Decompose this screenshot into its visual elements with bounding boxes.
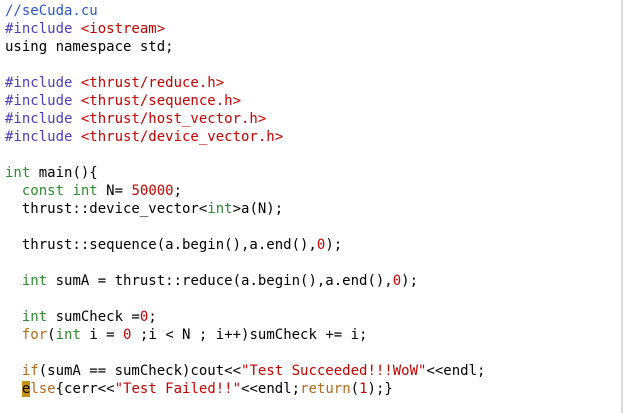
- code-token: thrust::device_vector<: [5, 201, 208, 217]
- code-token: "Test Succeeded!!!WoW": [241, 363, 427, 379]
- code-token: #include: [5, 75, 81, 91]
- code-token: //seCuda.cu: [5, 3, 98, 19]
- code-token: [5, 381, 22, 397]
- code-line[interactable]: #include <thrust/host_vector.h>: [5, 110, 266, 128]
- code-line[interactable]: const int N= 50000;: [5, 182, 182, 200]
- code-token: 0: [316, 237, 326, 253]
- code-line[interactable]: thrust::device_vector<int>a(N);: [5, 200, 283, 218]
- code-token: thrust::sequence(a.begin(),a.end(),: [5, 237, 317, 253]
- code-line[interactable]: #include <iostream>: [5, 20, 165, 38]
- code-token: 0: [123, 327, 132, 343]
- text-cursor: e: [21, 381, 31, 397]
- code-token: int: [72, 183, 98, 199]
- code-token: <<endl;: [241, 381, 301, 397]
- code-token: lse: [30, 381, 56, 397]
- code-line[interactable]: thrust::sequence(a.begin(),a.end(),0);: [5, 236, 342, 254]
- code-token: sumA = thrust::reduce(a.begin(),a.end(),: [47, 273, 393, 289]
- code-token: #include: [5, 111, 81, 127]
- code-token: int: [55, 327, 81, 343]
- code-token: int: [5, 165, 31, 181]
- code-line[interactable]: #include <thrust/sequence.h>: [5, 92, 241, 110]
- code-token: 1: [359, 381, 368, 397]
- code-line[interactable]: int main(){: [5, 164, 98, 182]
- code-token: using namespace std;: [5, 39, 174, 55]
- code-token: [5, 273, 22, 289]
- code-line[interactable]: //seCuda.cu: [5, 2, 98, 20]
- code-token: <thrust/device_vector.h>: [80, 129, 284, 145]
- code-token: 50000: [131, 183, 174, 199]
- code-token: (sumA == sumCheck)cout<<: [38, 363, 242, 379]
- code-token: sumCheck =: [47, 309, 140, 325]
- code-line[interactable]: for(int i = 0 ;i < N ; i++)sumCheck += i…: [5, 326, 368, 344]
- code-token: (: [47, 327, 56, 343]
- code-token: [5, 327, 22, 343]
- code-token: #include: [5, 21, 81, 37]
- code-line[interactable]: if(sumA == sumCheck)cout<<"Test Succeede…: [5, 362, 486, 380]
- code-token: (: [350, 381, 360, 397]
- code-token: i =: [80, 327, 124, 343]
- editor-scrollbar-edge: [621, 0, 623, 413]
- code-token: ;i < N ; i++)sumCheck += i;: [131, 327, 368, 343]
- code-token: [5, 309, 22, 325]
- code-line[interactable]: #include <thrust/device_vector.h>: [5, 128, 283, 146]
- code-token: <<endl;: [426, 363, 486, 379]
- code-token: <thrust/host_vector.h>: [80, 111, 267, 127]
- code-token: const: [21, 183, 65, 199]
- code-token: 0: [392, 273, 402, 289]
- code-token: ;: [173, 183, 183, 199]
- code-token: <thrust/reduce.h>: [80, 75, 225, 91]
- code-line[interactable]: #include <thrust/reduce.h>: [5, 74, 224, 92]
- code-token: [5, 363, 22, 379]
- code-token: #include: [5, 93, 81, 109]
- code-token: );: [325, 237, 343, 253]
- code-token: );: [401, 273, 419, 289]
- code-token: ;: [148, 309, 157, 325]
- code-line[interactable]: else{cerr<<"Test Failed!!"<<endl;return(…: [5, 380, 393, 398]
- code-token: for: [21, 327, 48, 343]
- code-token: {cerr<<: [55, 381, 115, 397]
- code-token: [5, 183, 22, 199]
- code-line[interactable]: using namespace std;: [5, 38, 174, 56]
- code-token: if: [21, 363, 39, 379]
- code-line[interactable]: int sumA = thrust::reduce(a.begin(),a.en…: [5, 272, 418, 290]
- code-token: N=: [97, 183, 132, 199]
- code-token: #include: [5, 129, 81, 145]
- code-token: );}: [367, 381, 393, 397]
- code-token: 0: [139, 309, 149, 325]
- code-token: "Test Failed!!": [114, 381, 242, 397]
- code-token: >a(N);: [232, 201, 284, 217]
- code-line[interactable]: int sumCheck =0;: [5, 308, 157, 326]
- code-token: int: [207, 201, 233, 217]
- code-token: main(){: [30, 165, 98, 181]
- code-token: <thrust/sequence.h>: [80, 93, 242, 109]
- code-token: return: [300, 381, 351, 397]
- code-token: <iostream>: [80, 21, 166, 37]
- code-token: int: [21, 309, 48, 325]
- code-token: int: [21, 273, 48, 289]
